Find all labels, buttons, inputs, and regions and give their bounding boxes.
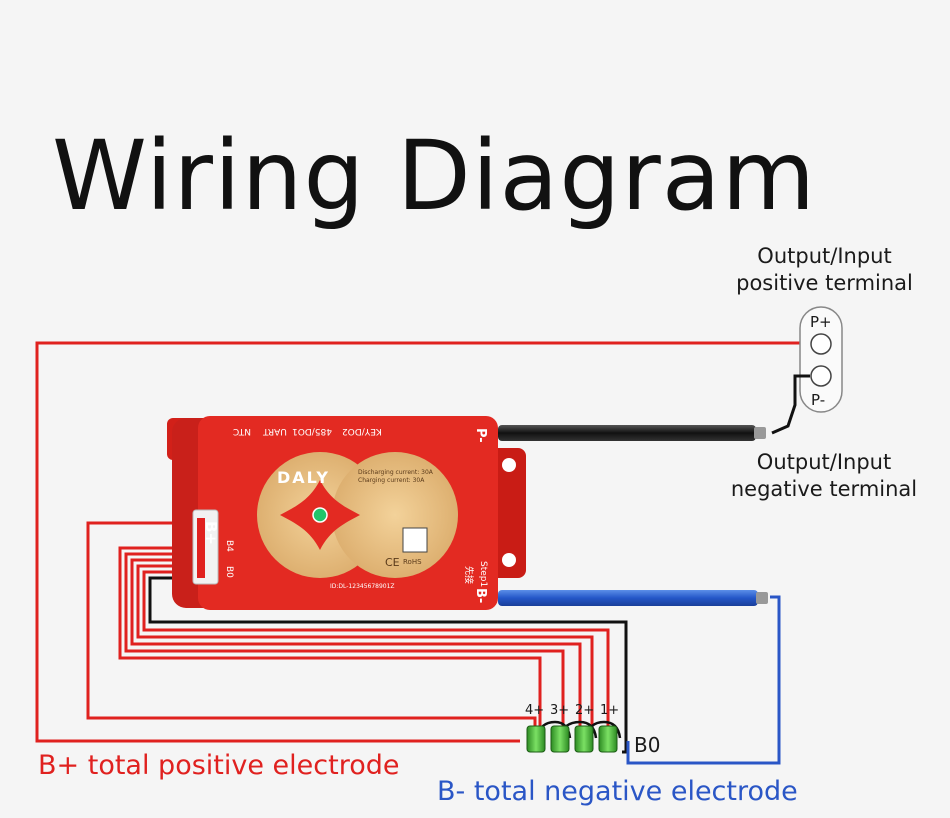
bms-port-uart: UART — [263, 426, 287, 436]
output-positive-line1: Output/Input — [757, 244, 892, 268]
cell-terminal-3: 3+ — [550, 703, 570, 718]
p-minus-cable — [498, 425, 766, 441]
cell-terminal-1: 1+ — [600, 703, 620, 718]
output-negative-label: Output/Input negative terminal — [728, 449, 920, 503]
sense-wire-b2a — [130, 558, 582, 728]
bms-charge-text: Charging current: 30A — [358, 477, 425, 484]
bms-b0: B0 — [224, 566, 234, 578]
b-plus-main-wire — [35, 341, 800, 743]
sense-wire-b3b — [124, 552, 565, 728]
b-minus-total-label: B- total negative electrode — [437, 776, 798, 807]
p-minus-wire — [771, 374, 810, 435]
sense-wire-b2b — [136, 564, 594, 728]
bms-p-minus-label: P- — [473, 428, 488, 443]
bms-b-minus-label: B- — [473, 588, 488, 604]
output-positive-label: Output/Input positive terminal — [732, 243, 917, 297]
b-minus-wire — [626, 595, 781, 765]
terminal-plate — [799, 306, 843, 413]
bms-port-key: KEY/DO2 — [342, 426, 382, 436]
sense-wire-b0 — [148, 576, 628, 754]
p-plus-terminal — [810, 333, 832, 355]
bms-discharge-text: Discharging current: 30A — [358, 469, 433, 476]
bms-port-485: 485/DO1 — [292, 426, 332, 436]
cell-3 — [550, 725, 570, 753]
sense-wire-b3a — [118, 546, 542, 728]
cell-terminal-2: 2+ — [575, 703, 595, 718]
b-minus-cable — [498, 590, 768, 606]
bms-step-cn: 先接 — [463, 566, 473, 585]
bms-brand: DALY — [277, 468, 330, 487]
b-plus-total-label: B+ total positive electrode — [38, 750, 400, 781]
cell-1 — [598, 725, 618, 753]
p-minus-terminal — [810, 365, 832, 387]
cell-4 — [526, 725, 546, 753]
output-negative-line1: Output/Input — [756, 450, 892, 474]
cell-terminal-4: 4+ — [525, 703, 545, 718]
sense-wire-b1 — [142, 570, 610, 728]
bms-b4: B4 — [224, 540, 234, 552]
bms-board — [167, 416, 526, 610]
p-minus-label: P- — [811, 391, 826, 409]
bms-port-ntc: NTC — [233, 426, 251, 436]
output-negative-line2: negative terminal — [730, 477, 918, 501]
bms-step: Step1 — [478, 561, 488, 588]
b0-label: B0 — [634, 733, 661, 757]
page-title: Wiring Diagram — [52, 120, 817, 232]
cell-2 — [574, 725, 594, 753]
bms-ce: CE — [385, 556, 400, 569]
output-positive-line2: positive terminal — [736, 271, 913, 295]
battery-cells — [526, 720, 622, 753]
bms-serial: ID:DL-12345678901Z — [330, 583, 395, 590]
bms-b-plus: B+ — [202, 521, 220, 546]
bms-rohs: RoHS — [403, 558, 422, 566]
p-plus-label: P+ — [810, 313, 832, 331]
sense-wire-b4 — [86, 521, 537, 728]
